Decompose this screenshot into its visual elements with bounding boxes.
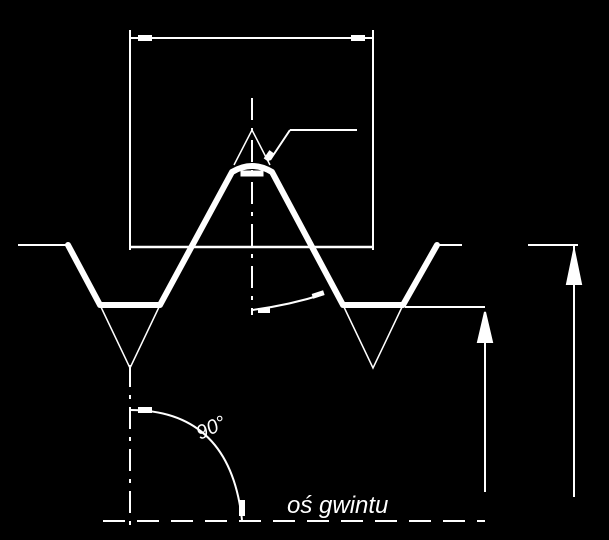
right-angle-arc [129,409,243,521]
major-radius-arrow [565,249,583,285]
pitch-radius-dimension [405,306,494,492]
triangle-left-root [99,304,161,370]
right-angle-arrow-bottom [239,500,245,516]
crest-leader-arrow [263,150,275,162]
triangle-right-root [342,304,404,370]
crest-detail [240,170,264,177]
flank-angle-dimension [251,290,325,313]
pitch-dimension [129,30,374,250]
pitch-arrow-left [138,35,152,41]
axis-label: oś gwintu [287,492,388,519]
pitch-radius-arrow [476,311,494,343]
flank-angle-arrow-left [258,308,270,313]
crest-flat [240,170,264,177]
triangle-crest [233,128,271,166]
crest-leader [263,129,357,162]
major-radius-dimension [528,244,583,497]
pitch-arrow-right [351,35,365,41]
right-angle-dimension [129,407,245,521]
center-lines [129,98,253,525]
flank-angle-arrow-right [311,290,325,299]
angle-label: 90° [193,412,230,445]
right-angle-arrow-top [138,407,152,413]
thread-profile [65,163,440,308]
fundamental-triangle [99,128,404,370]
